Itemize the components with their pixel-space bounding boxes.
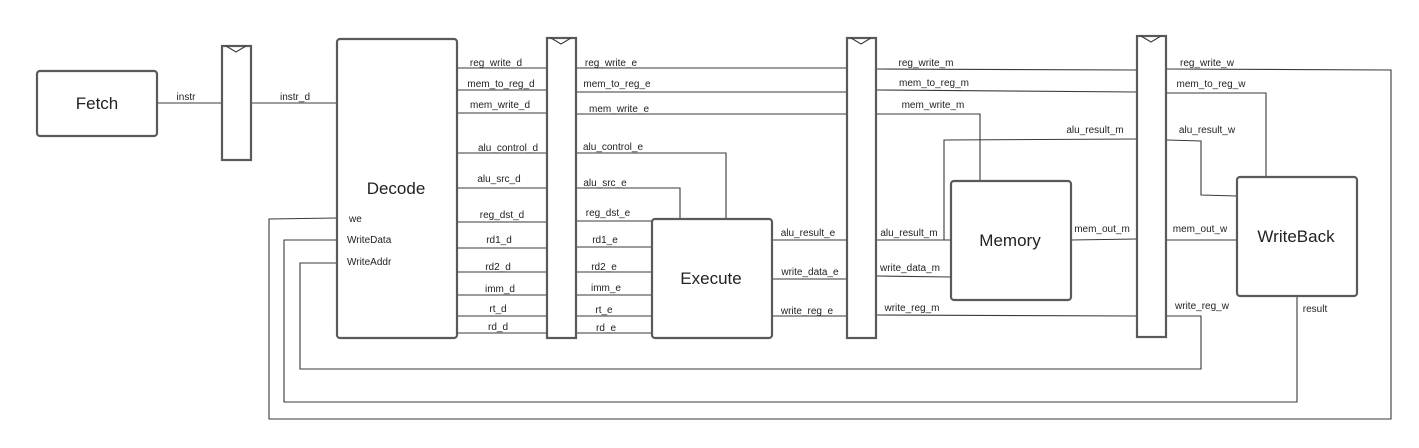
signal-label: mem_out_m bbox=[1074, 224, 1130, 235]
signal-label: rd_d bbox=[488, 322, 508, 333]
fetch-title: Fetch bbox=[76, 94, 119, 113]
id-ex-register bbox=[545, 36, 578, 340]
signal-label: reg_write_m bbox=[898, 58, 953, 69]
memory-block bbox=[949, 179, 1073, 302]
memory-title: Memory bbox=[979, 231, 1041, 250]
signal-label: rd1_e bbox=[592, 235, 618, 246]
signal-label: alu_src_e bbox=[583, 178, 627, 189]
signal-label: mem_write_e bbox=[589, 104, 649, 115]
signal-label: rt_e bbox=[595, 305, 613, 316]
signal-label: rt_d bbox=[489, 304, 506, 315]
signal-label: imm_d bbox=[485, 284, 515, 295]
signal-label: alu_result_w bbox=[1179, 125, 1236, 136]
signal-label: reg_dst_e bbox=[586, 208, 631, 219]
signal-label: alu_result_m bbox=[1066, 125, 1123, 136]
ex-mem-register bbox=[845, 36, 878, 340]
port-writedata: WriteData bbox=[347, 235, 392, 246]
signal-label: imm_e bbox=[591, 283, 621, 294]
writeback-title: WriteBack bbox=[1257, 227, 1335, 246]
signal-label: reg_write_w bbox=[1180, 58, 1235, 69]
writeback-block bbox=[1235, 175, 1359, 298]
signal-label: write_reg_m bbox=[883, 303, 939, 314]
signal-label: write_data_m bbox=[879, 263, 940, 274]
signal-label: alu_result_e bbox=[781, 228, 836, 239]
decode-block bbox=[335, 37, 459, 340]
signal-label: reg_write_d bbox=[470, 58, 522, 69]
if-id-register bbox=[220, 44, 253, 162]
signal-label: instr_d bbox=[280, 92, 310, 103]
signal-label: alu_control_e bbox=[583, 142, 643, 153]
signal-label: write_reg_w bbox=[1174, 301, 1230, 312]
signal-label: mem_to_reg_e bbox=[583, 79, 651, 90]
signal-label: instr bbox=[177, 92, 197, 103]
signal-label: rd1_d bbox=[486, 235, 512, 246]
fetch-block bbox=[35, 69, 159, 138]
signal-label: mem_out_w bbox=[1173, 224, 1228, 235]
signal-label: rd2_e bbox=[591, 262, 617, 273]
execute-block bbox=[650, 217, 774, 340]
decode-title: Decode bbox=[367, 179, 426, 198]
signal-label: mem_write_d bbox=[470, 100, 530, 111]
signal-label: reg_dst_d bbox=[480, 210, 524, 221]
wires bbox=[157, 67, 1392, 420]
signal-label: reg_write_e bbox=[585, 58, 638, 69]
signal-label: write_data_e bbox=[780, 267, 839, 278]
port-writeaddr: WriteAddr bbox=[347, 257, 392, 268]
signal-label: mem_to_reg_d bbox=[467, 79, 534, 90]
signal-label: alu_control_d bbox=[478, 143, 538, 154]
signal-label: write_reg_e bbox=[780, 306, 834, 317]
signal-label: result bbox=[1303, 304, 1328, 315]
signal-label: mem_write_m bbox=[902, 100, 965, 111]
signal-label: mem_to_reg_w bbox=[1177, 79, 1247, 90]
signal-label: alu_result_m bbox=[880, 228, 937, 239]
port-we: we bbox=[348, 214, 362, 225]
execute-title: Execute bbox=[680, 269, 741, 288]
signal-label: alu_src_d bbox=[477, 174, 520, 185]
signal-label: rd2_d bbox=[485, 262, 511, 273]
signal-label: rd_e bbox=[596, 323, 616, 334]
signal-label: mem_to_reg_m bbox=[899, 78, 969, 89]
mem-wb-register bbox=[1135, 34, 1168, 339]
